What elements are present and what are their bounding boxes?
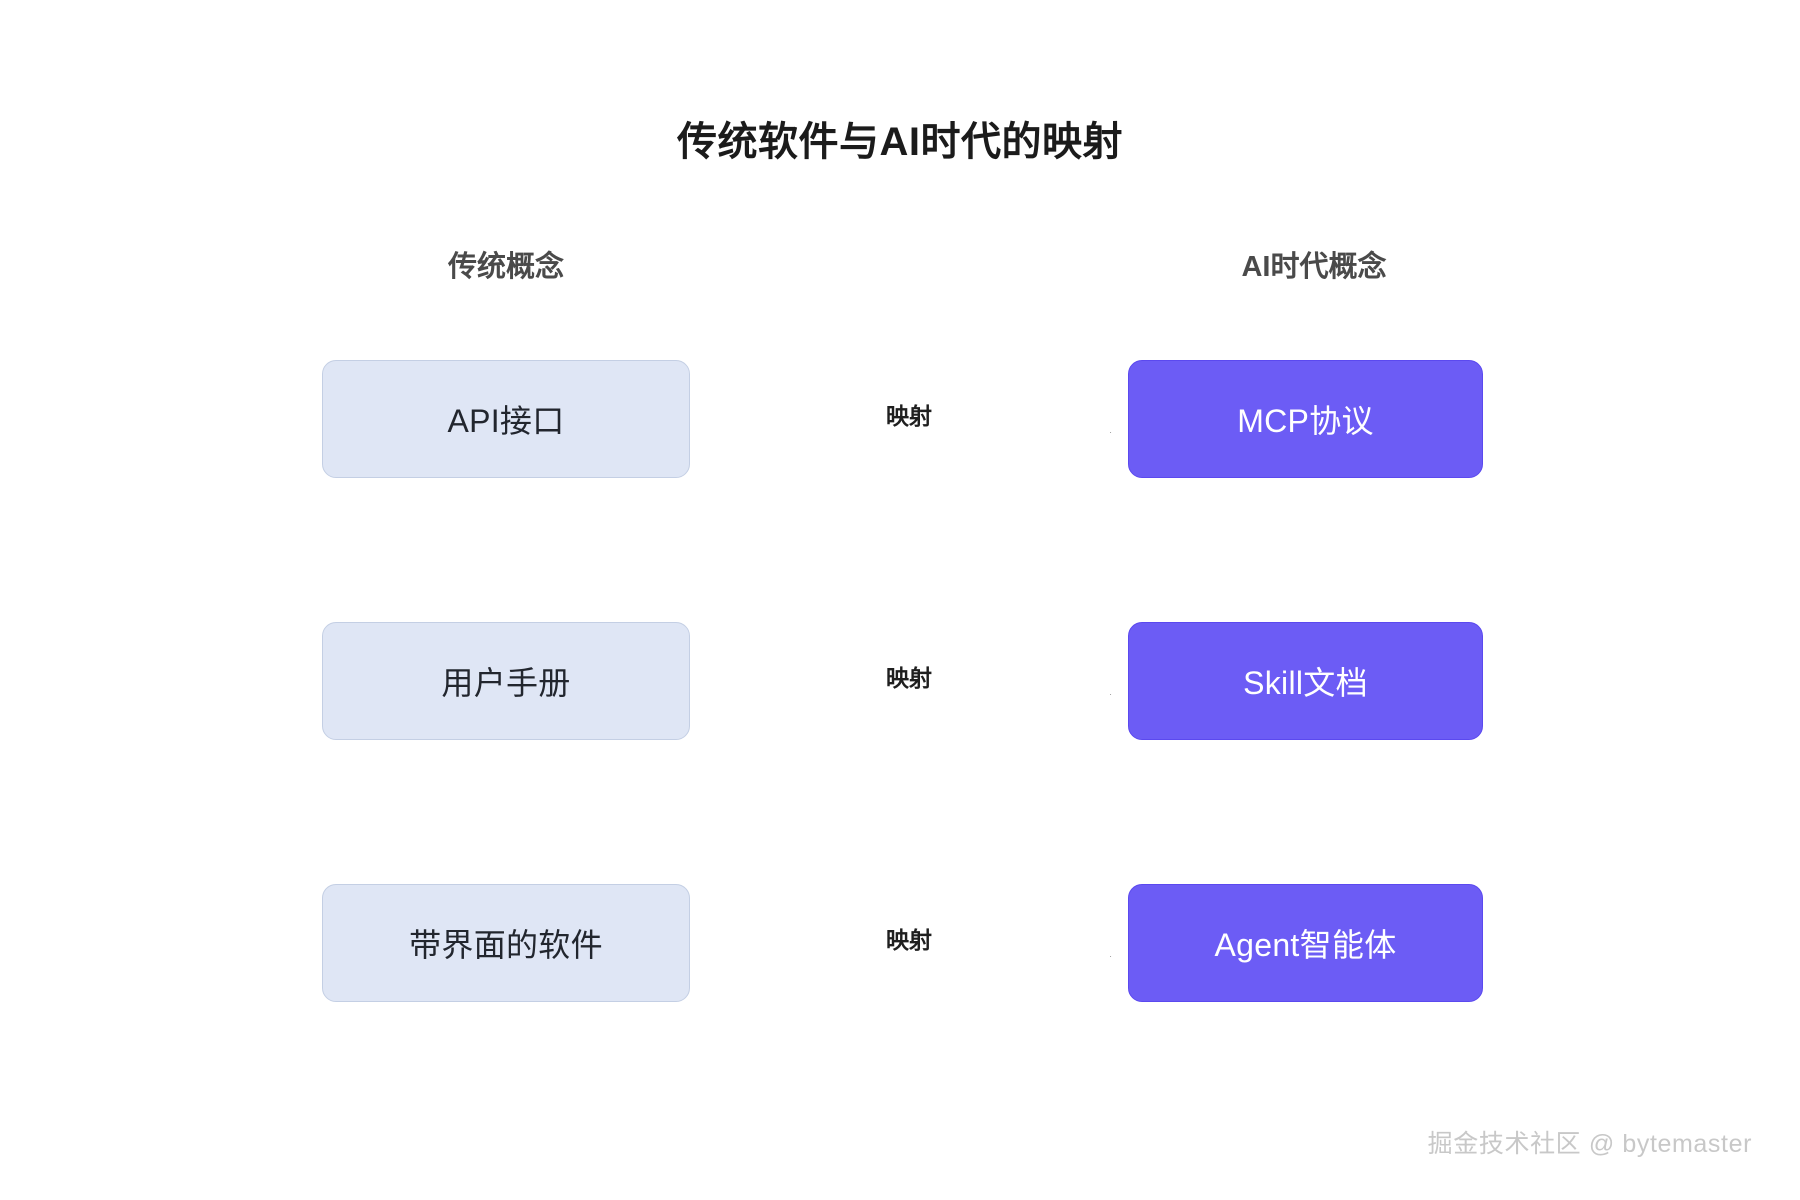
- ai-concept-node[interactable]: MCP协议: [1128, 360, 1483, 478]
- connector-label: 映射: [690, 401, 1128, 432]
- traditional-concept-node[interactable]: 用户手册: [322, 622, 690, 740]
- connector-label: 映射: [690, 925, 1128, 956]
- traditional-concept-node[interactable]: API接口: [322, 360, 690, 478]
- connector-label-text: 映射: [874, 927, 944, 953]
- traditional-concept-node[interactable]: 带界面的软件: [322, 884, 690, 1002]
- connector-label-text: 映射: [874, 665, 944, 691]
- column-header-ai: AI时代概念: [1241, 251, 1387, 283]
- mapping-connector: 映射: [690, 884, 1128, 1002]
- mapping-connector: 映射: [690, 622, 1128, 740]
- page-title: 传统软件与AI时代的映射: [677, 120, 1123, 164]
- mapping-connector: 映射: [690, 360, 1128, 478]
- connector-label-text: 映射: [874, 403, 944, 429]
- mapping-row: API接口 映射 MCP协议: [0, 360, 1800, 480]
- column-header-traditional: 传统概念: [447, 251, 564, 283]
- mapping-row: 用户手册 映射 Skill文档: [0, 622, 1800, 742]
- mapping-row: 带界面的软件 映射 Agent智能体: [0, 884, 1800, 1004]
- watermark: 掘金技术社区 @ bytemaster: [1427, 1130, 1752, 1158]
- connector-label: 映射: [690, 663, 1128, 694]
- ai-concept-node[interactable]: Skill文档: [1128, 622, 1483, 740]
- ai-concept-node[interactable]: Agent智能体: [1128, 884, 1483, 1002]
